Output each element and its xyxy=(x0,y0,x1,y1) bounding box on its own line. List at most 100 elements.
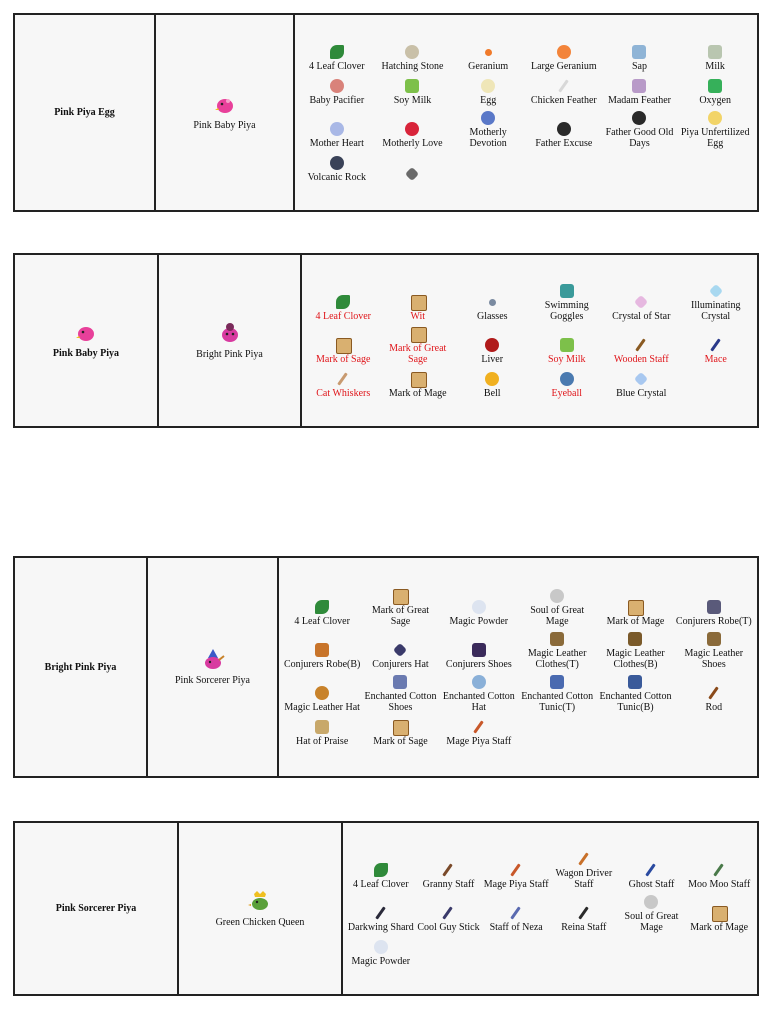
required-item-label: Madam Feather xyxy=(607,95,672,106)
required-item: Wooden Staff xyxy=(604,326,679,365)
required-item-label: Rod xyxy=(705,701,723,713)
required-item: Soy Milk xyxy=(530,326,605,365)
required-item: Mace xyxy=(679,326,754,365)
required-item-label: Crystal of Star xyxy=(612,310,671,322)
required-item: Conjurers Robe(T) xyxy=(675,588,753,627)
required-item: Conjurers Robe(B) xyxy=(283,631,361,670)
required-item-label: Mark of Mage xyxy=(606,615,665,627)
required-item-label: Enchanted Cotton Tunic(T) xyxy=(521,690,594,713)
required-item: Sap xyxy=(602,42,678,72)
required-item-label: Soul of Great Mage xyxy=(530,604,585,627)
pink-piya-icon xyxy=(15,323,157,346)
geranium-icon xyxy=(480,44,496,60)
required-item: Mark of Mage xyxy=(381,369,456,399)
required-item: Staff of Neza xyxy=(482,894,550,933)
illuminating-crystal-icon xyxy=(708,283,724,299)
required-item-label: Hat of Praise xyxy=(296,735,349,747)
required-item-label: Mark of Great Sage xyxy=(371,604,430,627)
required-item-label: Geranium xyxy=(468,61,509,72)
required-item: Magic Leather Hat xyxy=(283,674,361,713)
clover-icon xyxy=(373,862,389,878)
required-item-label: Granny Staff xyxy=(422,878,475,890)
required-item: Mark of Mage xyxy=(685,894,753,933)
evolution-result-cell: Pink Baby Piya xyxy=(155,14,295,211)
sage-scroll-icon xyxy=(335,337,353,354)
evolution-result-cell: Bright Pink Piya xyxy=(158,254,302,427)
required-item-label: Wagon Driver Staff xyxy=(555,867,613,890)
cotton-hat-icon xyxy=(471,674,487,690)
required-item: Baby Pacifier xyxy=(299,76,375,106)
clover-icon xyxy=(335,294,351,310)
evolution-result: Pink Baby Piya xyxy=(193,119,256,131)
required-item: Darkwing Shard xyxy=(347,894,415,933)
volcanic-rock-icon xyxy=(329,155,345,171)
conjurers-shoes-icon xyxy=(471,642,487,658)
required-items-cell: 4 Leaf Clover Wit Glasses Swimming Goggles C… xyxy=(301,254,758,427)
pink-piya-icon xyxy=(156,95,293,118)
required-item: Soul of Great Mage xyxy=(618,894,686,933)
required-items-cell: 4 Leaf Clover Mark of Great Sage Magic Pow… xyxy=(278,557,758,777)
granny-staff-icon xyxy=(440,862,456,878)
required-item-label: Conjurers Hat xyxy=(372,658,429,670)
required-item: Soy Milk xyxy=(375,76,451,106)
required-item: Geranium xyxy=(450,42,526,72)
required-item-label: 4 Leaf Clover xyxy=(315,310,372,322)
required-item-label: Eyeball xyxy=(551,387,583,399)
required-item-label: Wit xyxy=(410,310,426,322)
required-item-label: Blue Crystal xyxy=(616,387,667,399)
required-item xyxy=(375,153,451,183)
required-item: Chicken Feather xyxy=(526,76,602,106)
required-item-label: Motherly Love xyxy=(382,138,443,149)
required-item: Magic Powder xyxy=(347,937,415,967)
required-item-label: Conjurers Shoes xyxy=(445,658,512,670)
sorcerer-piya-icon xyxy=(148,648,277,673)
required-item-label: Soy Milk xyxy=(393,95,432,106)
father-excuse-icon xyxy=(556,121,572,137)
required-item-label: Piya Unfertilized Egg xyxy=(680,127,750,149)
required-item-label: Magic Leather Hat xyxy=(284,701,360,713)
required-item-label: Father Good Old Days xyxy=(605,127,674,149)
evolution-table-4: Pink Sorcerer Piya Green Chicken Queen 4… xyxy=(13,821,759,996)
moo-staff-icon xyxy=(711,862,727,878)
required-item: Eyeball xyxy=(530,369,605,399)
required-item: 4 Leaf Clover xyxy=(283,588,361,627)
required-item: Large Geranium xyxy=(526,42,602,72)
required-item-label: Chicken Feather xyxy=(530,95,597,106)
star-crystal-icon xyxy=(633,294,649,310)
wooden-staff-icon xyxy=(633,337,649,353)
required-item: Magic Powder xyxy=(440,588,518,627)
required-item-label: Ghost Staff xyxy=(628,878,675,890)
mace-icon xyxy=(708,337,724,353)
required-item-label: Sap xyxy=(631,61,647,72)
cool-stick-icon xyxy=(440,905,456,921)
evolution-table-1: Pink Piya Egg Pink Baby Piya 4 Leaf Clov… xyxy=(13,13,759,212)
required-item: Magic Leather Clothes(T) xyxy=(518,631,596,670)
required-item: Cool Guy Stick xyxy=(415,894,483,933)
required-item-label: Volcanic Rock xyxy=(307,172,367,183)
required-item: Liver xyxy=(455,326,530,365)
leather-hat-icon xyxy=(314,685,330,701)
praise-hat-icon xyxy=(314,719,330,735)
required-item-label: Mark of Mage xyxy=(690,921,749,933)
required-item: Illuminating Crystal xyxy=(679,283,754,322)
required-item: Egg xyxy=(450,76,526,106)
required-item-label: Glasses xyxy=(476,310,508,322)
motherly-love-icon xyxy=(404,121,420,137)
required-item: Father Excuse xyxy=(526,110,602,149)
required-item: Ghost Staff xyxy=(618,851,686,890)
madam-feather-icon xyxy=(631,78,647,94)
pet-name-cell: Bright Pink Piya xyxy=(14,557,148,777)
ghost-staff-icon xyxy=(643,862,659,878)
required-item: Mark of Great Sage xyxy=(361,588,439,627)
required-item-label: Father Excuse xyxy=(535,138,593,149)
required-item-label: Mother Heart xyxy=(309,138,364,149)
mother-heart-icon xyxy=(329,121,345,137)
devotion-icon xyxy=(480,110,496,126)
required-item-label: Mage Piya Staff xyxy=(483,878,549,890)
mage-scroll-icon xyxy=(627,599,645,616)
bright-pink-piya-icon xyxy=(159,322,300,347)
required-item-label: Swimming Goggles xyxy=(544,299,589,322)
magic-powder-icon xyxy=(373,939,389,955)
robe-b-icon xyxy=(314,642,330,658)
